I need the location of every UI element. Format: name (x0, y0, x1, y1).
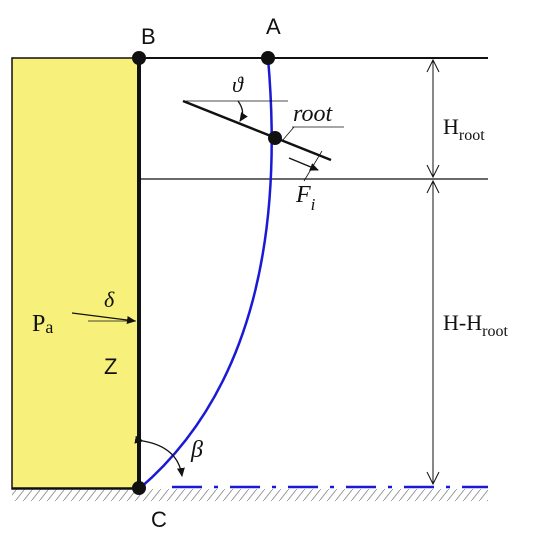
force-arrow (288, 157, 319, 171)
pa-arrow (71, 312, 136, 324)
point-a-marker (261, 51, 275, 65)
label-root: root (293, 101, 333, 127)
label-force-main: F (295, 182, 311, 208)
beta-arc (134, 435, 185, 477)
label-h-root: Hroot (443, 114, 485, 144)
theta-arc (237, 100, 248, 122)
label-point-b: B (141, 24, 156, 49)
slip-surface-curve (138, 57, 273, 490)
label-h-remaining: H-Hroot (443, 310, 508, 340)
label-pa: Pa (32, 311, 53, 337)
h-root-arrow-bottom (426, 164, 440, 179)
root-leader (281, 126, 295, 142)
label-theta: ϑ (232, 72, 244, 97)
label-z: Z (104, 354, 117, 379)
force-leader (303, 150, 323, 182)
root-intersection-marker (268, 131, 282, 145)
label-h-remaining-sub: root (482, 323, 508, 340)
h-remaining-arrow-bottom (426, 471, 440, 486)
label-h-root-sub: root (459, 127, 485, 144)
label-force-sub: i (311, 195, 316, 214)
label-point-a: A (266, 14, 281, 39)
label-pa-main: P (32, 311, 45, 337)
h-root-arrow-top (426, 58, 440, 73)
label-beta: β (190, 437, 203, 463)
label-force: Fi (295, 182, 316, 214)
label-h-root-main: H (443, 114, 459, 139)
label-h-remaining-main: H-H (443, 310, 482, 335)
root-line (182, 99, 332, 162)
label-point-c: C (151, 507, 167, 532)
ground-hatch (12, 489, 488, 501)
label-pa-sub: a (45, 317, 53, 337)
h-remaining-arrow-top (426, 179, 440, 194)
point-b-marker (132, 51, 146, 65)
label-delta: δ (104, 287, 115, 312)
retaining-wall (11, 57, 140, 490)
point-c-marker (132, 481, 146, 495)
